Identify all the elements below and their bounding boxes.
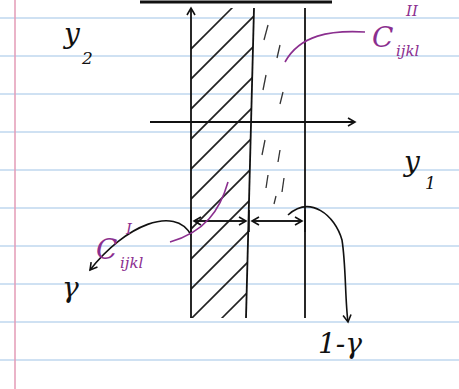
y1-axis: [150, 121, 355, 123]
interface-line: [246, 8, 254, 318]
phase-superscript: I: [126, 222, 132, 237]
dashes: [262, 25, 284, 204]
leader-lines: [170, 32, 365, 242]
margin-line: [14, 0, 16, 389]
fraction-label: 1-γ: [318, 330, 362, 358]
y2-axis: [190, 8, 192, 318]
axis-name: y: [404, 148, 420, 176]
dimension: [90, 207, 348, 322]
top-rule: [140, 1, 332, 4]
index-subscript: ijkl: [396, 44, 419, 59]
hatching: [180, 0, 260, 360]
index-subscript: ijkl: [120, 256, 143, 271]
fraction-label: γ: [62, 274, 79, 302]
axis-subscript: 2: [82, 50, 93, 67]
stiffness-symbol: C: [96, 236, 117, 264]
ruled-lines: [0, 18, 459, 360]
axis-name: y: [64, 20, 80, 48]
stiffness-symbol: C: [372, 24, 393, 52]
outer-line: [304, 8, 306, 318]
phase-superscript: II: [406, 4, 418, 19]
axis-subscript: 1: [425, 175, 436, 192]
